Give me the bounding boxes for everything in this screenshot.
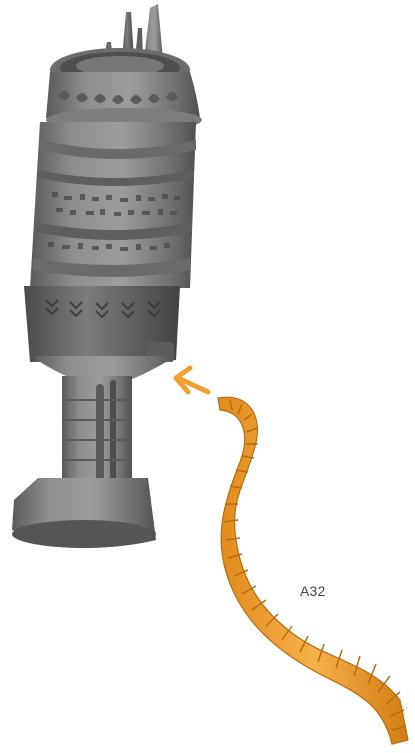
chevron-collar <box>24 286 180 362</box>
part-label-a32: A32 <box>300 583 326 599</box>
carved-drum <box>30 122 196 288</box>
pipe-column <box>62 376 132 488</box>
insert-arrow <box>176 368 208 392</box>
top-cap <box>46 48 202 132</box>
tube-part-a32 <box>218 397 408 744</box>
engine-assembly <box>12 4 202 548</box>
base <box>12 478 156 548</box>
